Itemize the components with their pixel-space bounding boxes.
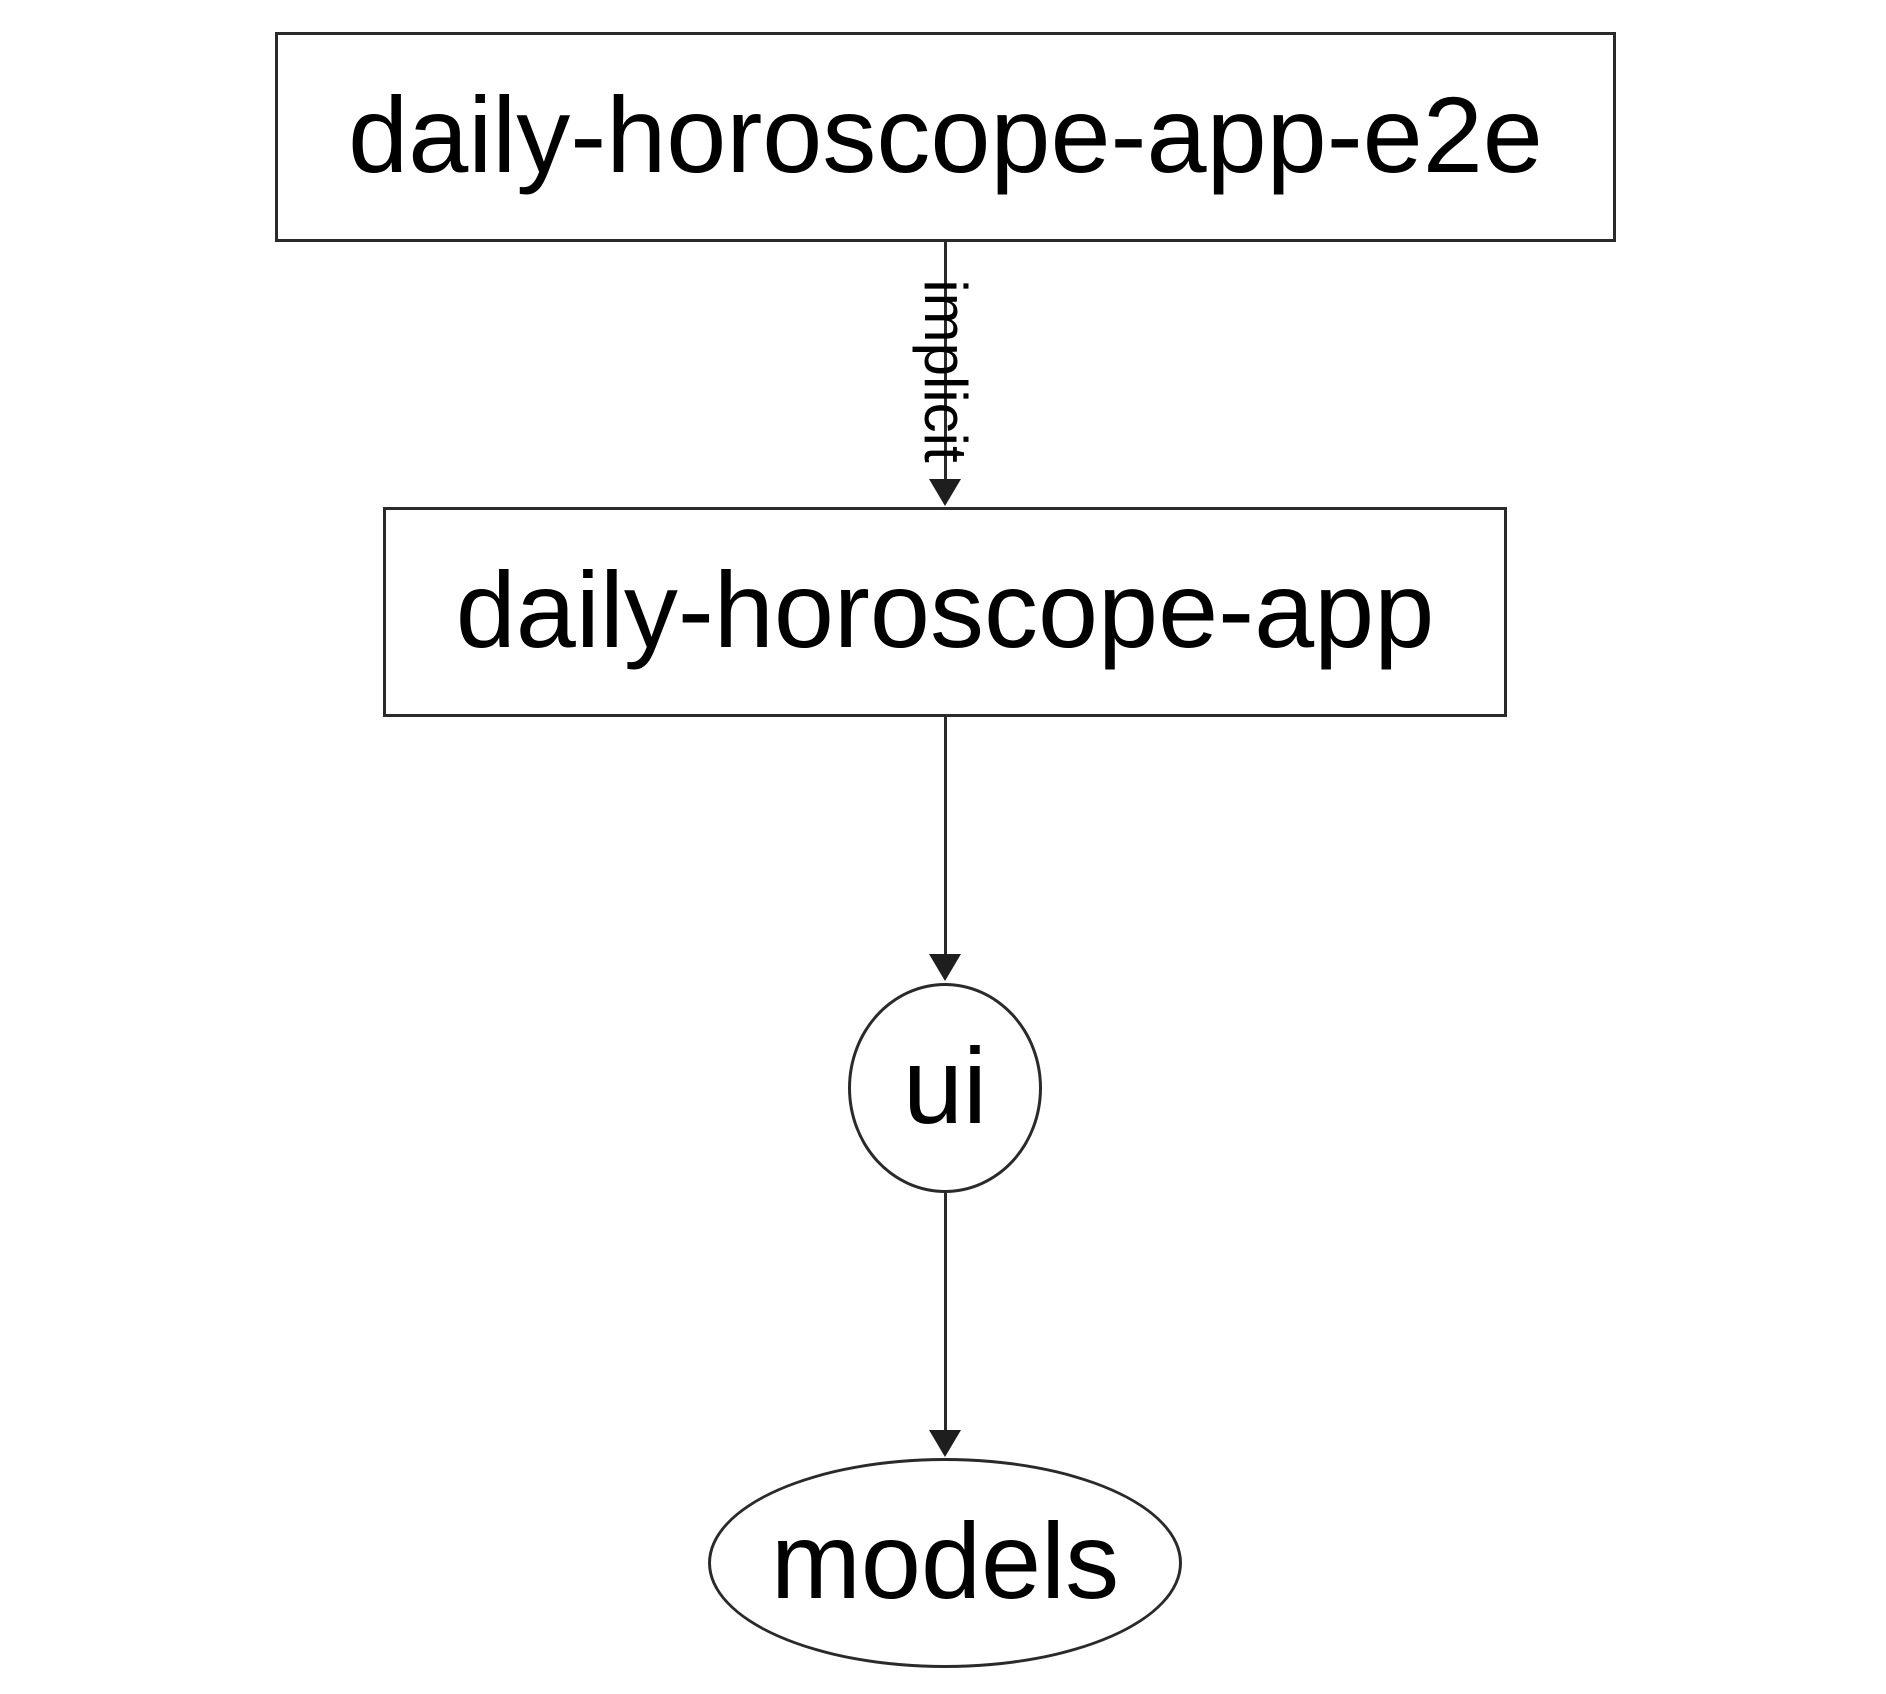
node-label-ui: ui: [902, 1025, 988, 1146]
edge-label-implicit: implicit: [912, 279, 979, 463]
arrowhead-down-icon: [929, 479, 961, 506]
edge-e2e-to-app-line: [944, 242, 947, 480]
edge-ui-to-models-line: [944, 1193, 947, 1431]
arrowhead-down-icon: [929, 954, 961, 981]
node-daily-horoscope-app-e2e[interactable]: daily-horoscope-app-e2e: [275, 32, 1616, 242]
node-ui[interactable]: ui: [848, 983, 1042, 1193]
node-label-daily-horoscope-app-e2e: daily-horoscope-app-e2e: [348, 74, 1543, 195]
node-label-models: models: [770, 1500, 1120, 1621]
node-models[interactable]: models: [708, 1458, 1182, 1668]
node-label-daily-horoscope-app: daily-horoscope-app: [455, 549, 1435, 670]
edge-app-to-ui-line: [944, 717, 947, 955]
node-daily-horoscope-app[interactable]: daily-horoscope-app: [383, 507, 1507, 717]
arrowhead-down-icon: [929, 1430, 961, 1457]
